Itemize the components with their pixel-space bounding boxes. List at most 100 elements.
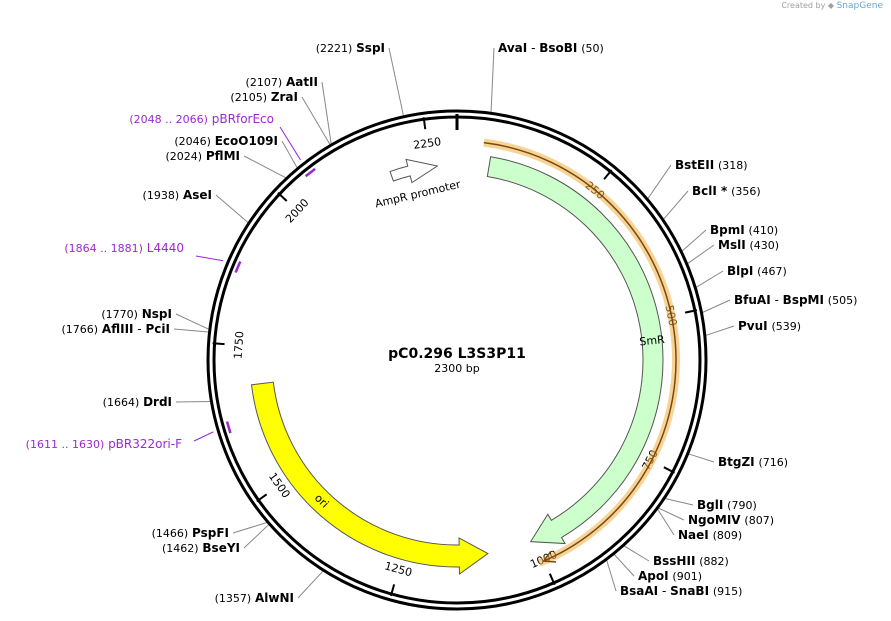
leader-line bbox=[647, 164, 672, 199]
site-name: NgoMIV bbox=[688, 513, 741, 527]
site-alwni[interactable]: (1357) AlwNI bbox=[215, 591, 294, 605]
site-name-2: BsoBI bbox=[539, 41, 577, 55]
tick-label: 2000 bbox=[283, 196, 312, 225]
primer-pbrforeco[interactable]: (2048 .. 2066) pBRforEco bbox=[129, 112, 316, 178]
feature-label: AmpR promoter bbox=[374, 178, 463, 211]
tick-mark bbox=[663, 466, 675, 474]
primer-mark bbox=[234, 260, 242, 273]
site-ecoo109i[interactable]: (2046) EcoO109I bbox=[174, 134, 278, 148]
site-drdi[interactable]: (1664) DrdI bbox=[103, 395, 172, 409]
site-afliii[interactable]: (1766) AflIII - PciI bbox=[62, 322, 170, 336]
leader-line bbox=[658, 507, 685, 521]
tick-2000: 2000 bbox=[277, 192, 312, 226]
site-nspi[interactable]: (1770) NspI bbox=[101, 307, 172, 321]
site-bsshii[interactable]: BssHII (882) bbox=[653, 554, 729, 568]
site-name: PflMI bbox=[206, 149, 240, 163]
leader-line bbox=[695, 270, 724, 288]
site-apoi[interactable]: ApoI (901) bbox=[638, 569, 702, 583]
feature-arrow bbox=[389, 158, 439, 184]
site-name: BpmI bbox=[710, 223, 745, 237]
primer-leader bbox=[279, 126, 301, 161]
primer-name: pBRforEco bbox=[212, 112, 274, 126]
primer-leader bbox=[195, 255, 224, 262]
leader-line bbox=[175, 313, 210, 330]
feature-smr[interactable]: SmR bbox=[483, 138, 680, 567]
site-asei[interactable]: (1938) AseI bbox=[143, 188, 212, 202]
site-avai[interactable]: AvaI - BsoBI (50) bbox=[498, 41, 604, 55]
site-bgli[interactable]: BglI (790) bbox=[697, 498, 757, 512]
site-position: (410) bbox=[749, 224, 779, 237]
site-bsaai[interactable]: BsaAI - SnaBI (915) bbox=[620, 584, 742, 598]
site-position: (430) bbox=[750, 239, 780, 252]
site-position: (2046) bbox=[174, 135, 211, 148]
site-position: (50) bbox=[581, 42, 604, 55]
site-pflmi[interactable]: (2024) PflMI bbox=[165, 149, 240, 163]
primer-name: L4440 bbox=[147, 241, 184, 255]
site-name: AatII bbox=[286, 75, 318, 89]
site-bseyi[interactable]: (1462) BseYI bbox=[162, 541, 240, 555]
snapgene-logo-icon: ◆ bbox=[827, 1, 835, 10]
site-pvui[interactable]: PvuI (539) bbox=[738, 319, 801, 333]
site-position: (539) bbox=[771, 320, 801, 333]
site-bpmi[interactable]: BpmI (410) bbox=[710, 223, 778, 237]
primer-l4440[interactable]: (1864 .. 1881) L4440 bbox=[64, 241, 242, 273]
site-msli[interactable]: MslI (430) bbox=[718, 238, 779, 252]
leader-line bbox=[243, 155, 287, 179]
site-position: (1770) bbox=[101, 308, 138, 321]
site-blpi[interactable]: BlpI (467) bbox=[727, 264, 787, 278]
site-position: (901) bbox=[672, 570, 702, 583]
snapgene-watermark: Created by ◆ SnapGene bbox=[781, 1, 883, 11]
site-position: (1462) bbox=[162, 542, 199, 555]
site-name: BclI * bbox=[692, 184, 728, 198]
site-name: BseYI bbox=[202, 541, 240, 555]
site-bsteii[interactable]: BstEII (318) bbox=[675, 158, 748, 172]
site-leader-lines bbox=[173, 47, 735, 599]
site-bcli[interactable]: BclI * (356) bbox=[692, 184, 761, 198]
site-name: AlwNI bbox=[255, 591, 294, 605]
site-name: EcoO109I bbox=[215, 134, 278, 148]
site-zrai[interactable]: (2105) ZraI bbox=[230, 90, 298, 104]
leader-line bbox=[490, 47, 495, 113]
site-bfuai[interactable]: BfuAI - BspMI (505) bbox=[734, 293, 857, 307]
site-name: BfuAI bbox=[734, 293, 771, 307]
site-position: (356) bbox=[731, 185, 761, 198]
site-position: (1357) bbox=[215, 592, 252, 605]
primer-position: (1611 .. 1630) bbox=[26, 438, 105, 451]
site-name: BsaAI bbox=[620, 584, 658, 598]
site-name: PspFI bbox=[192, 526, 229, 540]
backbone bbox=[206, 109, 708, 611]
leader-line bbox=[657, 508, 675, 536]
site-position: (505) bbox=[828, 294, 858, 307]
site-pspfi[interactable]: (1466) PspFI bbox=[152, 526, 229, 540]
tick-1750: 1750 bbox=[212, 331, 247, 360]
primer-mark bbox=[304, 167, 316, 178]
site-name: BtgZI bbox=[718, 455, 755, 469]
site-position: (716) bbox=[758, 456, 788, 469]
tick-1250: 1250 bbox=[383, 559, 414, 597]
site-position: (915) bbox=[713, 585, 743, 598]
site-position: (882) bbox=[699, 555, 729, 568]
site-name: BglI bbox=[697, 498, 723, 512]
site-sspi[interactable]: (2221) SspI bbox=[316, 41, 385, 55]
feature-ampr-promoter[interactable]: AmpR promoter bbox=[374, 158, 463, 211]
site-btgzi[interactable]: BtgZI (716) bbox=[718, 455, 788, 469]
leader-line bbox=[321, 81, 332, 145]
plasmid-length: 2300 bp bbox=[434, 362, 479, 375]
leader-line bbox=[663, 190, 689, 220]
site-name: AseI bbox=[183, 188, 212, 202]
site-name-2: SnaBI bbox=[670, 584, 709, 598]
site-naei[interactable]: NaeI (809) bbox=[678, 528, 742, 542]
site-ngomiv[interactable]: NgoMIV (807) bbox=[688, 513, 774, 527]
site-aatii[interactable]: (2107) AatII bbox=[246, 75, 318, 89]
tick-mark bbox=[256, 493, 268, 503]
feature-ori[interactable]: ori bbox=[250, 381, 489, 575]
tick-label: 1750 bbox=[232, 331, 247, 360]
tick-mark bbox=[548, 573, 556, 586]
primer-leader bbox=[193, 431, 214, 442]
watermark-brand: SnapGene bbox=[836, 1, 883, 11]
site-position: (1766) bbox=[62, 323, 99, 336]
site-separator: - bbox=[662, 584, 666, 598]
primer-pbr322ori-f[interactable]: (1611 .. 1630) pBR322ori-F bbox=[26, 421, 232, 451]
primer-label: (1864 .. 1881) L4440 bbox=[64, 241, 184, 255]
